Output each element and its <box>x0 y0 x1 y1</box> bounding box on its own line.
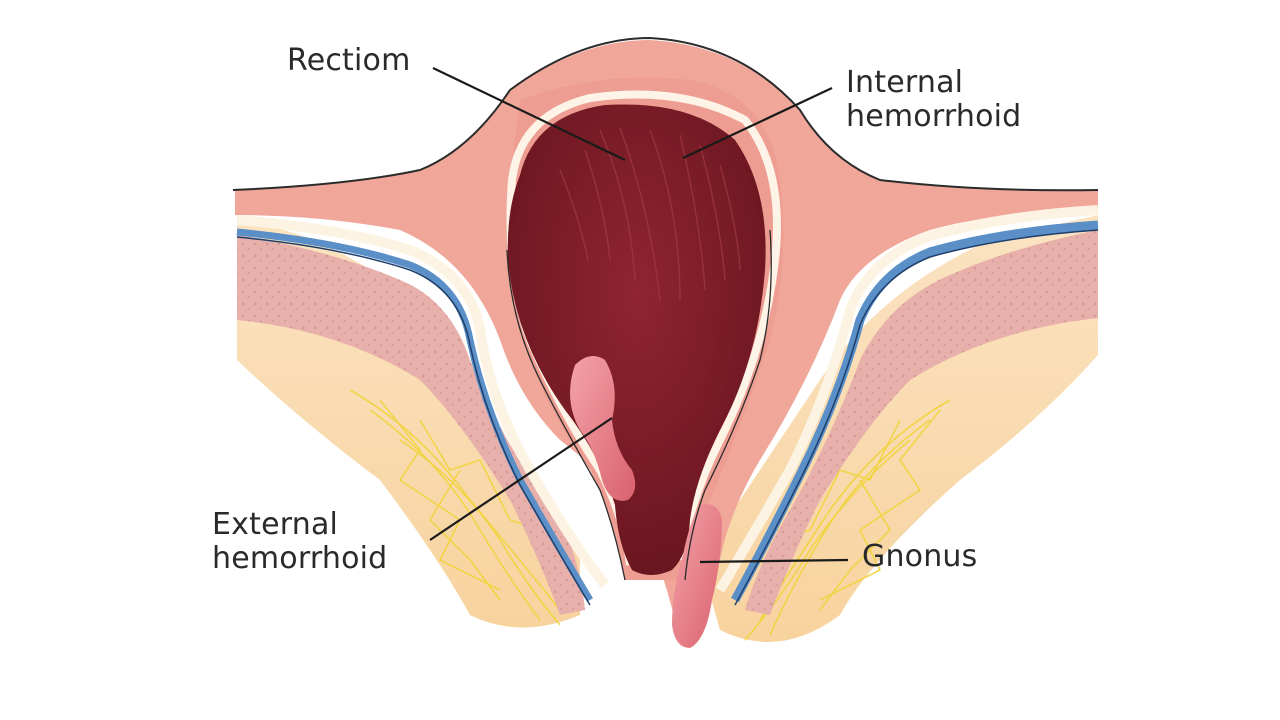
label-internal-hemorrhoid: Internal hemorrhoid <box>846 66 1021 134</box>
label-internal-line1: Internal <box>846 65 964 100</box>
lumen-folds <box>559 127 741 301</box>
leader-internal-hemorrhoid <box>682 87 833 159</box>
left-vein <box>236 228 594 602</box>
rectum-lumen <box>507 104 766 575</box>
label-external-line1: External <box>212 507 339 542</box>
label-external-hemorrhoid: External hemorrhoid <box>212 508 387 576</box>
leader-rectum <box>432 67 626 161</box>
right-vein <box>731 220 1099 603</box>
label-internal-line2: hemorrhoid <box>846 99 1022 134</box>
left-nerve-network <box>349 389 561 626</box>
leader-gnonus <box>699 558 849 564</box>
label-rectum: Rectiom <box>287 43 411 78</box>
external-hemorrhoid-shape <box>672 504 722 648</box>
internal-hemorrhoid-shape <box>570 356 636 501</box>
leader-external-hemorrhoid <box>429 417 613 541</box>
label-gnonus: Gnonus <box>862 539 978 574</box>
label-external-line2: hemorrhoid <box>212 541 388 576</box>
